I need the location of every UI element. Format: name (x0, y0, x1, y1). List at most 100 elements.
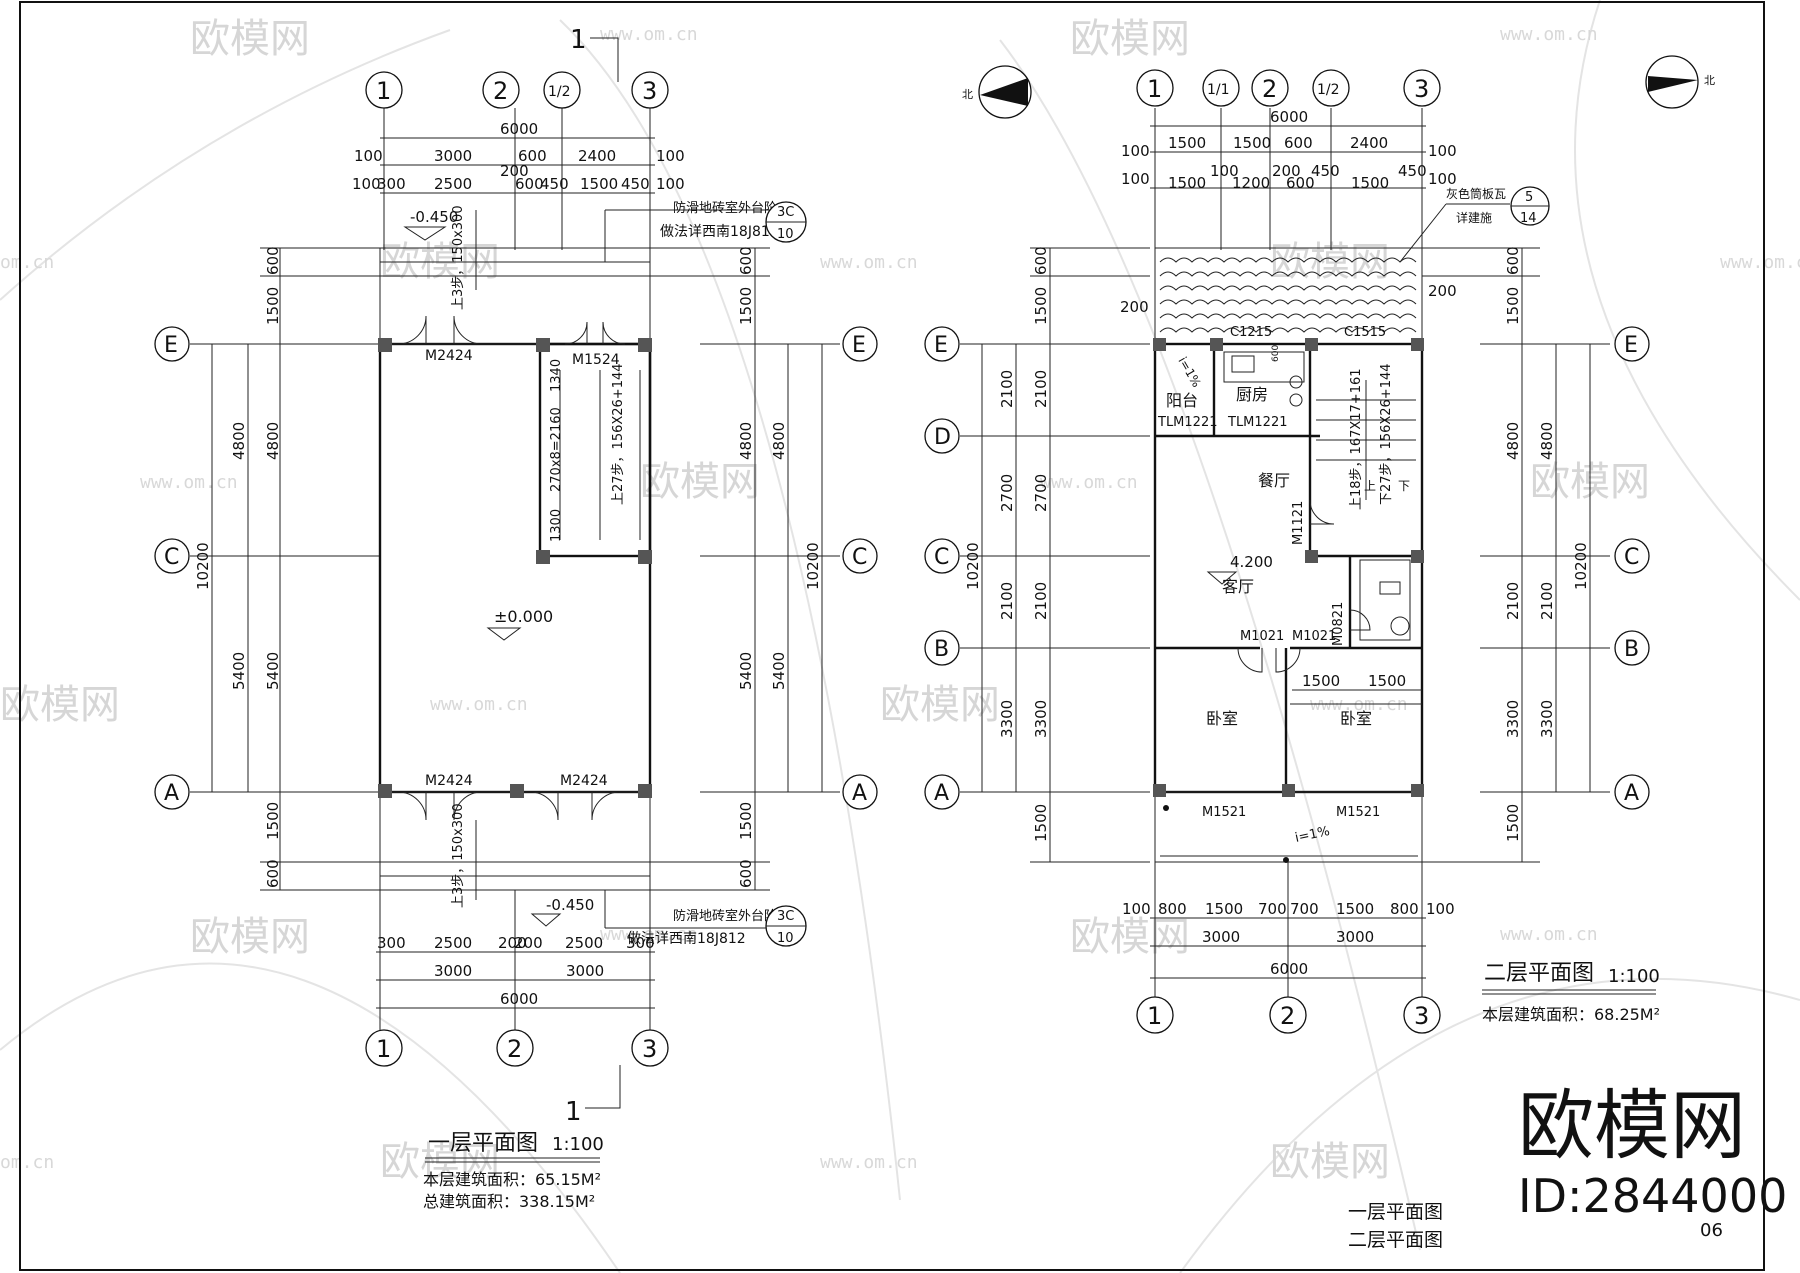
dim-value: 2100 (1538, 582, 1556, 620)
level-outdoor: -0.450 (546, 896, 594, 914)
grid-label: 1 (376, 77, 391, 105)
watermark-brand: 欧模网 (190, 16, 310, 62)
dim-value: 4800 (1538, 422, 1556, 460)
dim-value: 1500 (1205, 900, 1243, 918)
dim-total: 6000 (500, 990, 538, 1008)
plan1-title-block: 一层平面图 1:100 本层建筑面积：65.15M² 总建筑面积：338.15M… (423, 1131, 604, 1211)
dim-total: 10200 (964, 542, 982, 590)
stair-mark: 上 (1364, 479, 1376, 493)
dim-value: 1500 (1168, 134, 1206, 152)
dim-value: 1500 (1336, 900, 1374, 918)
watermark-site: om.cn (0, 1152, 54, 1173)
dim-value: 200 (1428, 282, 1457, 300)
door-label: M1121 (1291, 501, 1306, 545)
grid-label: E (852, 333, 866, 358)
dim-value: 1500 (1504, 804, 1522, 842)
grid-label: 3 (642, 77, 657, 105)
stair-text: 上27步，156X26+144 (611, 363, 626, 505)
dim-value: 100 (1121, 170, 1150, 188)
watermark-brand: 欧模网 (1270, 239, 1390, 285)
watermark-site: www.om.cn (140, 472, 238, 493)
door-label: TLM1221 (1157, 415, 1217, 430)
dim-value: 1500 (737, 287, 755, 325)
dim-value: 1500 (1168, 174, 1206, 192)
dim-value: 3000 (1202, 928, 1240, 946)
room-label: 卧室 (1340, 709, 1372, 728)
dim-value: 2700 (1032, 474, 1050, 512)
door-label: TLM1221 (1227, 415, 1287, 430)
dim-value: 100 (1428, 170, 1457, 188)
dim-value: 300 (626, 934, 655, 952)
door-label: M2424 (425, 348, 473, 364)
dim-value: 1500 (264, 802, 282, 840)
floor-level: ±0.000 (494, 607, 553, 626)
dim-value: 5400 (770, 652, 788, 690)
dim-value: 600 (737, 246, 755, 275)
stair-dim: 1300 (549, 509, 564, 542)
north-arrow-icon: 北 (962, 65, 1032, 119)
dim-value: 1500 (580, 175, 618, 193)
dim-value: 3000 (434, 962, 472, 980)
watermark-brand: 欧模网 (0, 682, 120, 728)
dim-value: 600 (1286, 174, 1315, 192)
dim-value: 700 (1290, 900, 1319, 918)
watermarks: 欧模网 www.om.cn 欧模网 www.om.cn om.cn 欧模网 ww… (0, 16, 1800, 1185)
dim-value: 600 (1032, 246, 1050, 275)
level-outdoor: -0.450 (410, 208, 458, 226)
note-ref: 10 (777, 931, 794, 946)
dims-left: 600 1500 2100 2100 2700 2700 2100 2100 3… (924, 246, 1150, 863)
dim-value: 600 (264, 246, 282, 275)
dim-value: 1500 (264, 287, 282, 325)
dim-value: 3000 (566, 962, 604, 980)
grid-bubbles-left: E C A (154, 326, 380, 810)
dim-value: 600 (264, 859, 282, 888)
watermark-site: www.om.cn (1500, 24, 1598, 45)
section-mark-label: 1 (570, 25, 587, 55)
watermark-brand: 欧模网 (190, 914, 310, 960)
watermark-brand: 欧模网 (1270, 1139, 1390, 1185)
dim-value: 600 (515, 175, 544, 193)
slope-label: i=1% (1175, 355, 1203, 390)
plan2-walls: 200 200 (1120, 247, 1457, 863)
note-ref: 14 (1520, 211, 1537, 226)
level-label: 4.200 (1230, 553, 1273, 571)
dims-bottom: 100 800 1500 700 700 1500 800 100 3000 3… (1122, 862, 1455, 1034)
dim-value: 100 (1121, 142, 1150, 160)
watermark-brand: 欧模网 (1070, 16, 1190, 62)
stair-text: 下27步，156X26+144 (1379, 363, 1394, 505)
dim-value: 5400 (737, 652, 755, 690)
watermark-site: www.om.cn (820, 252, 918, 273)
note-line: 做法详西南18J812 (627, 931, 746, 947)
dim-value: 2500 (434, 934, 472, 952)
dim-value: 600 (1504, 246, 1522, 275)
watermark-brand: 欧模网 (640, 459, 760, 505)
dim-value: 2100 (1032, 582, 1050, 620)
grid-label: B (1624, 637, 1639, 662)
dim-value: 2400 (1350, 134, 1388, 152)
watermark-site: www.om.cn (820, 1152, 918, 1173)
dim-value: 600 (1284, 134, 1313, 152)
window-label: C1515 (1344, 325, 1386, 340)
sheet-title: 一层平面图 (1348, 1201, 1443, 1223)
grid-label: 1 (1147, 75, 1162, 103)
stair-mark: 下 (1398, 479, 1410, 493)
north-label: 北 (962, 88, 973, 101)
door-label: M1521 (1336, 805, 1380, 820)
dim-value: 1500 (1504, 287, 1522, 325)
plan-area: 本层建筑面积：68.25M² (1482, 1005, 1660, 1024)
dim-value: 4800 (1504, 422, 1522, 460)
dim-value: 100 (352, 175, 381, 193)
dim-value: 600 (1271, 345, 1281, 362)
dim-value: 300 (377, 175, 406, 193)
dim-value: 450 (540, 175, 569, 193)
dim-value: 2100 (998, 370, 1016, 408)
plan-title: 一层平面图 (428, 1131, 538, 1156)
plan-scale: 1:100 (552, 1134, 604, 1155)
grid-label: E (164, 333, 178, 358)
plan-area: 本层建筑面积：65.15M² (423, 1170, 601, 1189)
watermark-site: www.om.cn (1500, 924, 1598, 945)
grid-label: 2 (1280, 1002, 1295, 1030)
sheet-title: 二层平面图 (1348, 1229, 1443, 1251)
